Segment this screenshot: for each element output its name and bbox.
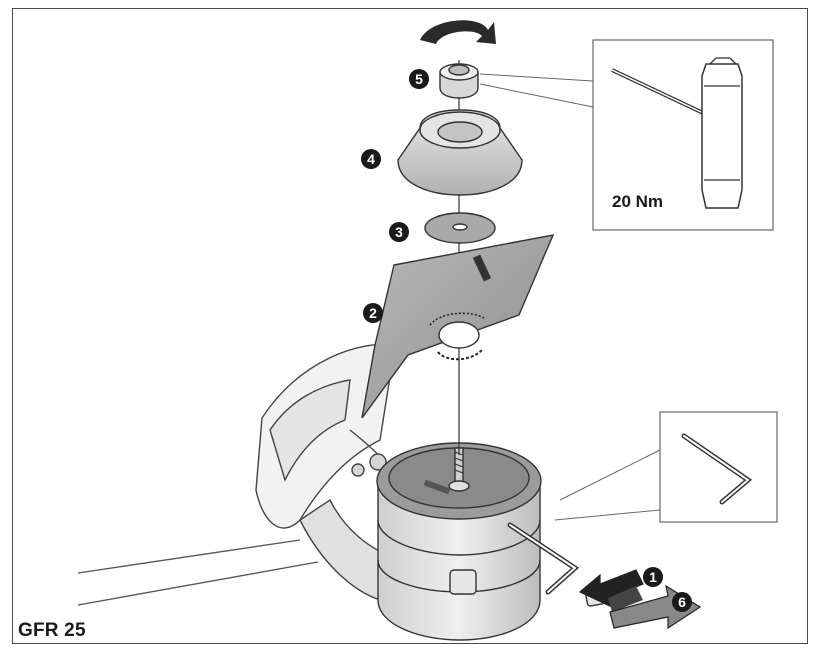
pressure-cup (398, 110, 522, 195)
callout-4: 4 (361, 149, 381, 169)
trimmer-head (377, 443, 606, 640)
nut (440, 64, 478, 98)
callout-1: 1 (643, 567, 663, 587)
callout-2: 2 (363, 303, 383, 323)
model-label: GFR 25 (18, 620, 86, 642)
hex-key-inset (660, 412, 777, 522)
callout-6: 6 (672, 592, 692, 612)
torque-label: 20 Nm (612, 192, 663, 212)
blade (362, 235, 553, 418)
rotation-arrow-icon (420, 20, 496, 44)
washer (425, 213, 495, 243)
callout-3: 3 (389, 222, 409, 242)
callout-5: 5 (409, 69, 429, 89)
trimmer-shaft (78, 540, 318, 605)
